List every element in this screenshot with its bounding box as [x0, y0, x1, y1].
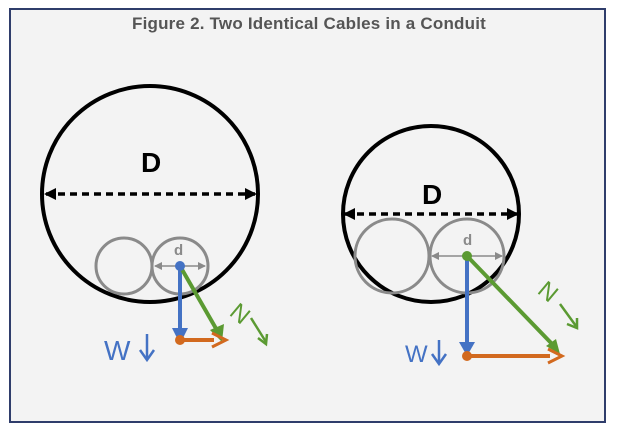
base-dot-right [462, 351, 472, 361]
right-diagram: D d W N [341, 124, 579, 368]
normal-direction-arrow-right [558, 303, 579, 330]
weight-label-right: W [405, 341, 428, 368]
normal-label-right: N [532, 276, 563, 308]
conduit-circle-left [40, 84, 260, 304]
weight-arrowhead-right [459, 342, 475, 356]
normal-vector-right [465, 254, 556, 348]
left-diagram: D d W N [40, 84, 269, 366]
cable-diameter-label-left: d [174, 242, 183, 259]
contact-dot-left [175, 261, 185, 271]
cable-circle-right-a [353, 217, 431, 295]
normal-vector-left [178, 265, 220, 333]
weight-down-arrow-left [138, 334, 156, 363]
weight-label-left: W [104, 335, 131, 366]
normal-label-left: N [224, 298, 255, 330]
normal-arrowhead-right [546, 339, 560, 354]
horizontal-arrowhead-right [547, 347, 566, 365]
conduit-diameter-label-right: D [422, 179, 442, 210]
contact-dot-right [462, 251, 472, 261]
horizontal-arrowhead-left [211, 331, 230, 349]
conduit-diameter-label-left: D [141, 147, 161, 178]
figure-title: Figure 2. Two Identical Cables in a Cond… [132, 14, 486, 33]
weight-down-arrow-right [430, 340, 448, 367]
base-dot-left [175, 335, 185, 345]
cable-diameter-label-right: d [463, 232, 472, 249]
normal-direction-arrow-left [249, 317, 269, 347]
cable-circle-left-a [94, 236, 154, 296]
